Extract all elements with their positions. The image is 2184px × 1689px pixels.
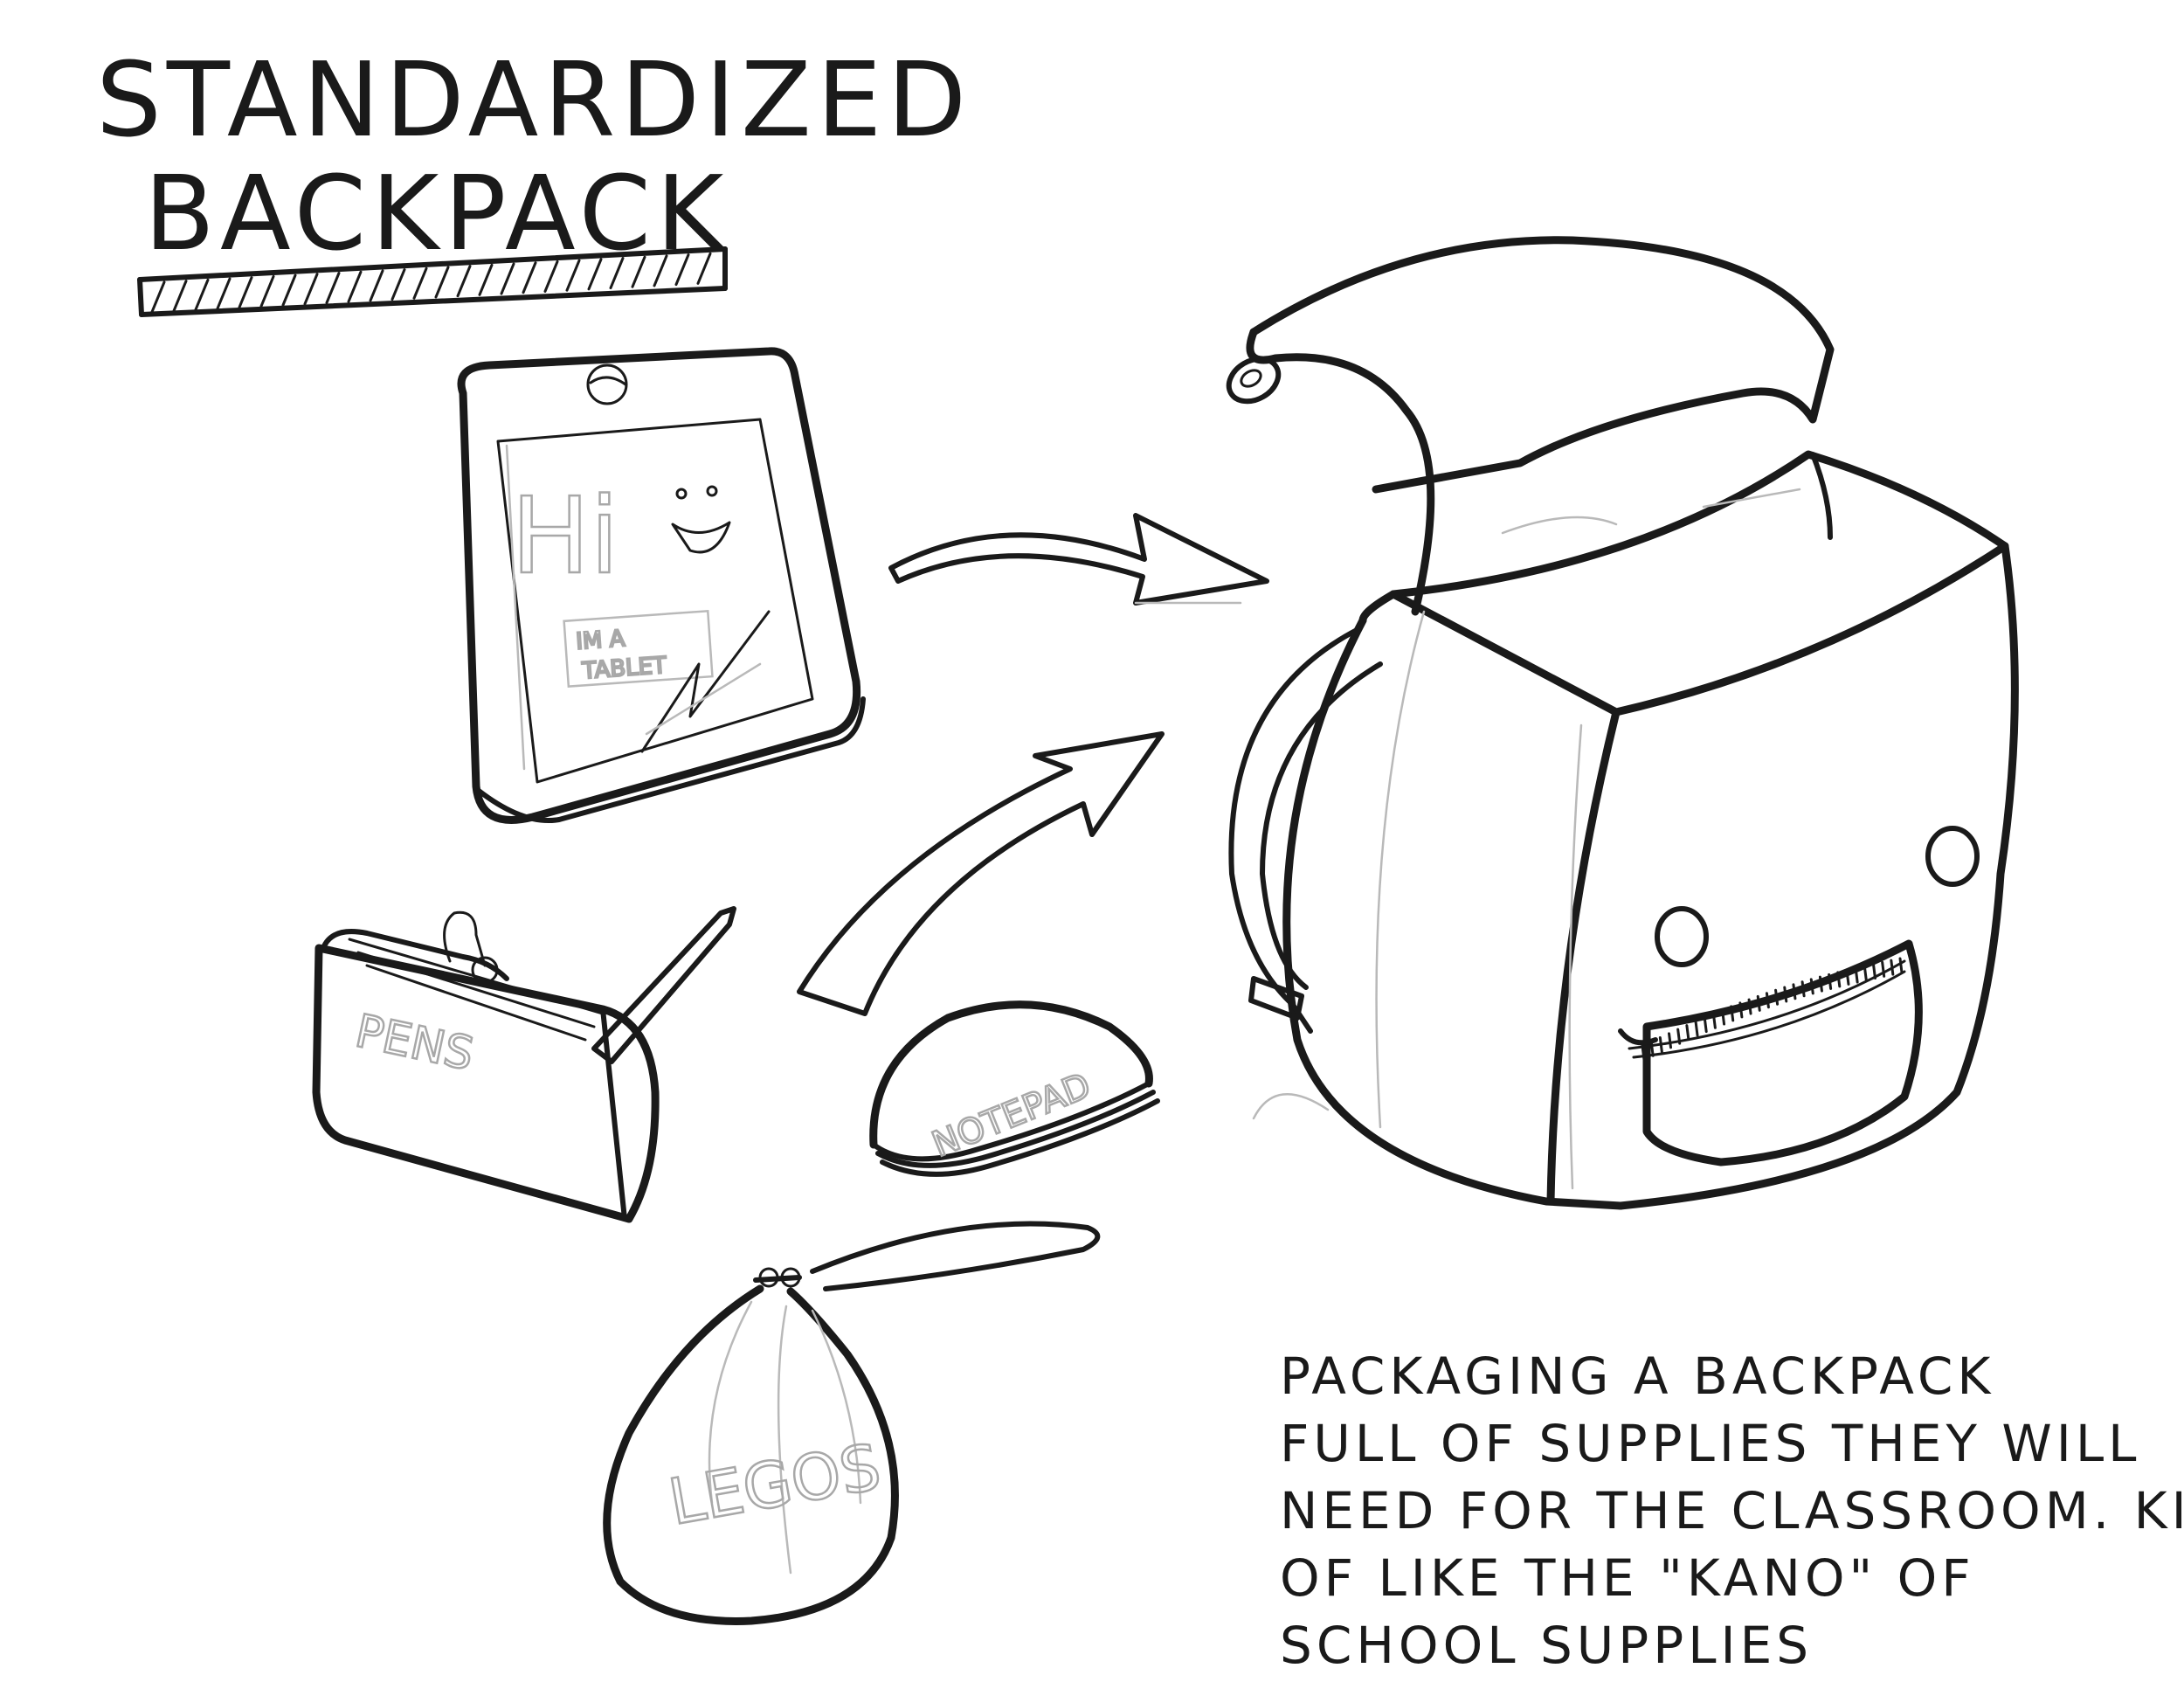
hatch-stroke: [303, 273, 319, 306]
hatch-stroke: [434, 266, 450, 299]
hatch-stroke: [522, 261, 537, 294]
hatch-stroke: [543, 260, 559, 293]
caption-line-4: OF LIKE THE "KANO" OF: [1280, 1548, 1975, 1608]
tablet-hi-label: Hi: [511, 476, 619, 598]
zipper-tooth: [1898, 957, 1904, 974]
hatch-stroke: [674, 253, 690, 287]
zipper-tooth: [1800, 980, 1806, 998]
hatch-stroke: [500, 262, 515, 295]
arrow-supplies-to-backpack: [797, 731, 1165, 1016]
zipper-tooth: [1818, 975, 1823, 993]
hatch-stroke: [347, 270, 363, 303]
zipper-tooth: [1668, 1032, 1673, 1049]
title-underline: [137, 246, 728, 317]
caption-line-2: FULL OF SUPPLIES THEY WILL: [1280, 1414, 2141, 1473]
zipper-tooth: [1871, 963, 1876, 980]
zipper-tooth: [1774, 988, 1780, 1006]
zipper-tooth: [1658, 1036, 1663, 1054]
legos-bag-sketch: LEGOS: [603, 1221, 1101, 1625]
hatch-stroke: [238, 276, 253, 309]
arrow-tablet-to-backpack: [888, 513, 1269, 606]
zipper-tooth: [1703, 1016, 1708, 1034]
caption-line-5: SCHOOL SUPPLIES: [1280, 1616, 1813, 1675]
pencil-case-sketch: PENS: [312, 906, 736, 1223]
hatch-stroke: [609, 257, 625, 290]
zipper-tooth: [1890, 959, 1895, 976]
hatch-stroke: [216, 277, 232, 310]
hatch-stroke: [325, 272, 341, 305]
caption-line-3: NEED FOR THE CLASSROOM. KIND: [1280, 1481, 2184, 1540]
zipper-tooth: [1783, 986, 1788, 1003]
zipper-tooth: [1747, 998, 1752, 1015]
hatch-stroke: [369, 269, 384, 302]
zipper-tooth: [1694, 1020, 1699, 1037]
zipper-tooth: [1730, 1005, 1735, 1022]
hatch-stroke: [478, 263, 494, 296]
zipper-tooth: [1836, 971, 1842, 988]
hatch-stroke: [696, 252, 712, 285]
caption-block: PACKAGING A BACKPACK FULL OF SUPPLIES TH…: [1280, 1346, 2184, 1675]
pencil-case-label: PENS: [351, 1005, 479, 1081]
zipper-tooth: [1792, 983, 1797, 1000]
hatch-stroke: [456, 265, 472, 298]
zipper-tooth: [1685, 1024, 1690, 1042]
title-line-1: STANDARDIZED: [96, 39, 971, 160]
hatch-stroke: [653, 254, 668, 287]
legos-label: LEGOS: [663, 1429, 886, 1539]
zipper-tooth: [1676, 1028, 1682, 1045]
backpack-sketch: [1226, 236, 2019, 1210]
zipper-tooth: [1863, 965, 1868, 982]
title-block: STANDARDIZED BACKPACK: [96, 39, 971, 317]
zipper-tooth: [1828, 973, 1833, 990]
tablet-sketch: Hi IM A TABLET: [457, 347, 866, 824]
zipper-tooth: [1845, 968, 1850, 986]
zipper-tooth: [1711, 1012, 1717, 1029]
hatch-stroke: [565, 259, 581, 292]
zipper-tooth: [1649, 1040, 1655, 1057]
hatch-stroke: [587, 258, 603, 291]
zipper-tooth: [1854, 966, 1859, 984]
zipper-tooth: [1721, 1008, 1726, 1026]
hatch-stroke: [194, 278, 210, 311]
zipper-tooth: [1765, 992, 1770, 1009]
zipper-tooth: [1641, 1044, 1646, 1062]
hatch-stroke: [150, 280, 166, 314]
hatch-stroke: [281, 273, 297, 307]
hatch-stroke: [390, 268, 406, 301]
zipper-tooth: [1738, 1001, 1744, 1019]
zipper-tooth: [1881, 960, 1886, 978]
notepad-sketch: NOTEPAD: [869, 1000, 1160, 1177]
hatch-stroke: [631, 255, 646, 288]
caption-line-1: PACKAGING A BACKPACK: [1280, 1346, 1994, 1406]
zipper-tooth: [1809, 978, 1814, 995]
hatch-stroke: [172, 280, 188, 313]
hatch-stroke: [412, 267, 428, 300]
hatch-stroke: [259, 274, 275, 308]
tablet-im-a-label: IM A: [575, 626, 625, 655]
zipper-tooth: [1756, 994, 1761, 1012]
